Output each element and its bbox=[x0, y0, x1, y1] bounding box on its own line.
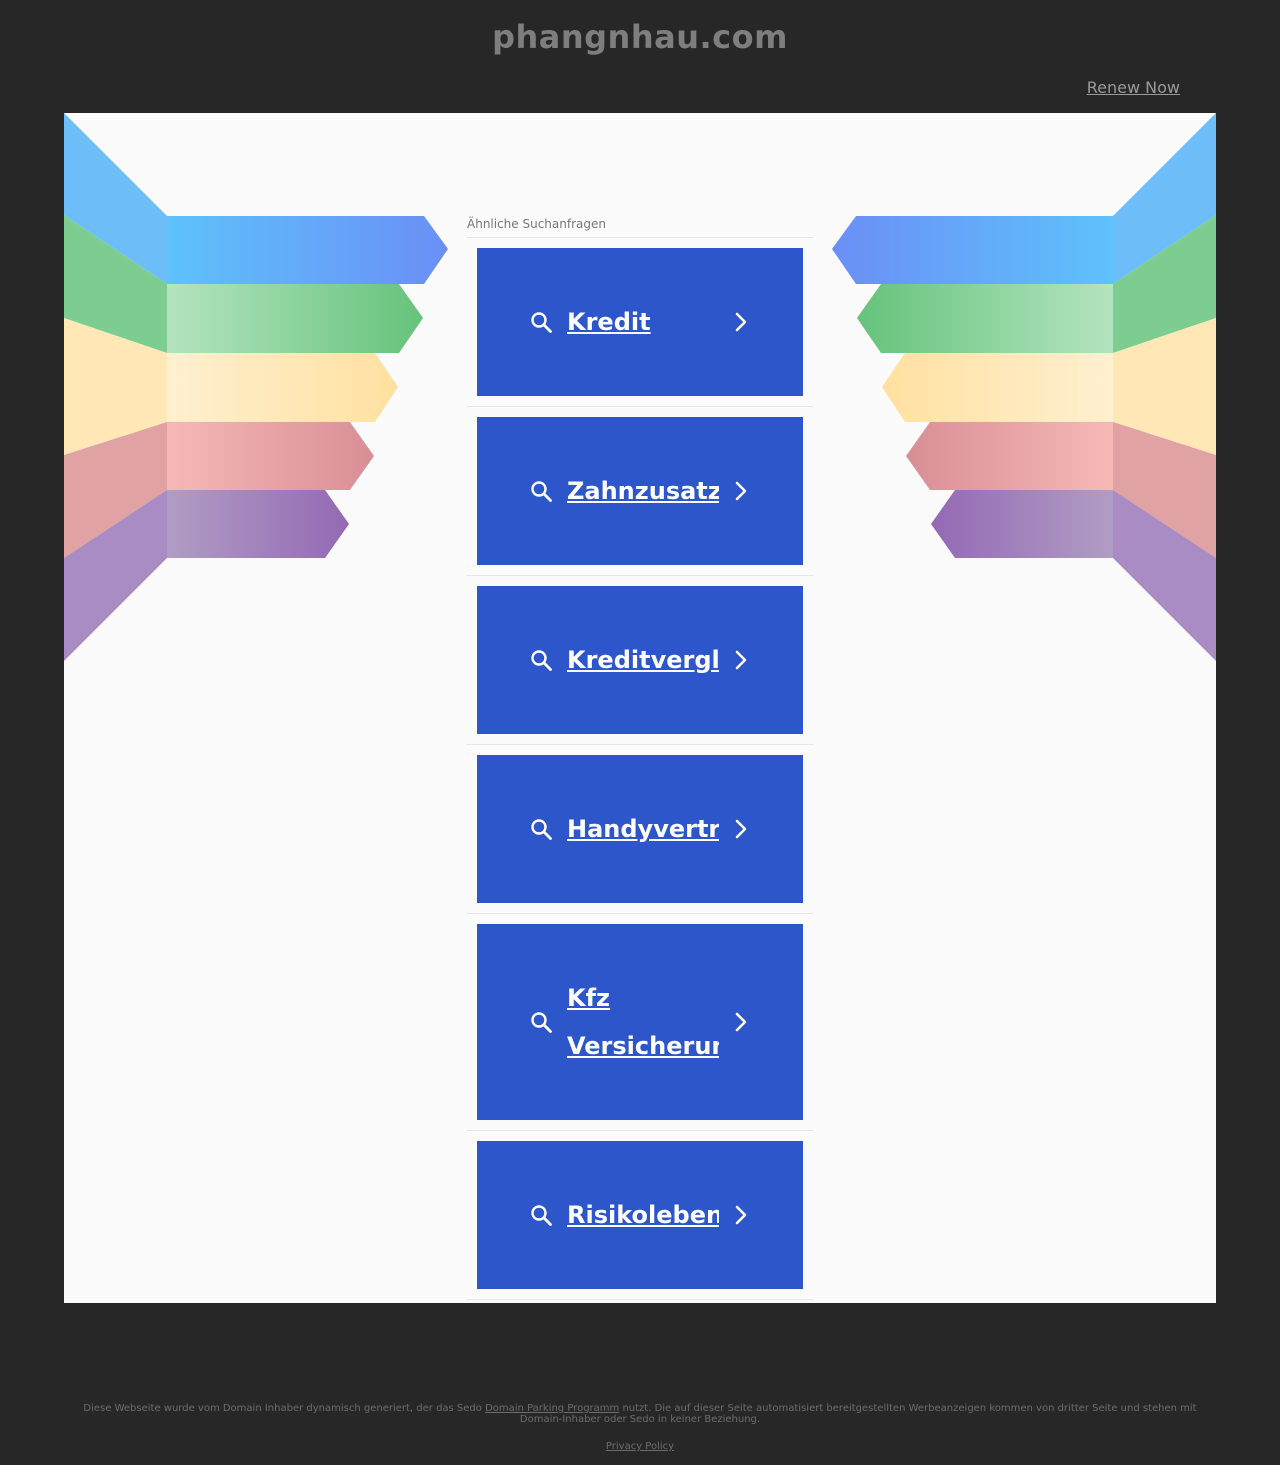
result-link-kredit[interactable]: Kredit bbox=[477, 248, 803, 396]
footer-disclaimer: Diese Webseite wurde vom Domain Inhaber … bbox=[0, 1403, 1280, 1425]
content-panel: Ähnliche Suchanfragen Kredit Zahnzusatzv… bbox=[64, 113, 1216, 1303]
result-label: Kreditvergleich bbox=[567, 646, 719, 674]
domain-title: phangnhau.com bbox=[492, 18, 788, 56]
result-label: Zahnzusatzversicherung bbox=[567, 477, 719, 505]
chevron-right-icon bbox=[735, 819, 747, 839]
result-link-handyvertrag[interactable]: Handyvertrag bbox=[477, 755, 803, 903]
list-item: Risikolebensversicherung bbox=[467, 1131, 813, 1300]
chevron-right-icon bbox=[735, 1012, 747, 1032]
result-link-risikolebensversicherung[interactable]: Risikolebensversicherung bbox=[477, 1141, 803, 1289]
result-label: Handyvertrag bbox=[567, 815, 719, 843]
list-item: Kreditvergleich bbox=[467, 576, 813, 745]
chevron-right-icon bbox=[735, 1205, 747, 1225]
list-item: Handyvertrag bbox=[467, 745, 813, 914]
search-icon bbox=[531, 650, 552, 671]
footer: Diese Webseite wurde vom Domain Inhaber … bbox=[0, 1403, 1280, 1452]
list-item: Kredit bbox=[467, 238, 813, 407]
header: phangnhau.com Renew Now bbox=[0, 0, 1280, 113]
chevron-right-icon bbox=[735, 650, 747, 670]
search-icon bbox=[531, 819, 552, 840]
renew-now-link[interactable]: Renew Now bbox=[1086, 78, 1180, 97]
related-searches: Ähnliche Suchanfragen Kredit Zahnzusatzv… bbox=[467, 213, 813, 1300]
related-searches-heading: Ähnliche Suchanfragen bbox=[467, 213, 813, 238]
result-label: Risikolebensversicherung bbox=[567, 1201, 719, 1229]
domain-parking-link[interactable]: Domain Parking Programm bbox=[485, 1403, 620, 1414]
footer-text-before: Diese Webseite wurde vom Domain Inhaber … bbox=[83, 1403, 486, 1414]
decorative-ribbons bbox=[64, 113, 1216, 661]
privacy-policy-link[interactable]: Privacy Policy bbox=[605, 1441, 675, 1452]
result-label: Kredit bbox=[567, 308, 651, 336]
chevron-right-icon bbox=[735, 481, 747, 501]
search-icon bbox=[531, 312, 552, 333]
search-icon bbox=[531, 481, 552, 502]
search-icon bbox=[531, 1205, 552, 1226]
search-icon bbox=[531, 1012, 552, 1033]
result-link-zahnzusatzversicherung[interactable]: Zahnzusatzversicherung bbox=[477, 417, 803, 565]
chevron-right-icon bbox=[735, 312, 747, 332]
result-link-kreditvergleich[interactable]: Kreditvergleich bbox=[477, 586, 803, 734]
list-item: Kfz Versicherung bbox=[467, 914, 813, 1131]
footer-text-after: nutzt. Die auf dieser Seite automatisier… bbox=[519, 1403, 1197, 1425]
result-label: Kfz Versicherung bbox=[567, 984, 719, 1060]
list-item: Zahnzusatzversicherung bbox=[467, 407, 813, 576]
result-link-kfz-versicherung[interactable]: Kfz Versicherung bbox=[477, 924, 803, 1120]
